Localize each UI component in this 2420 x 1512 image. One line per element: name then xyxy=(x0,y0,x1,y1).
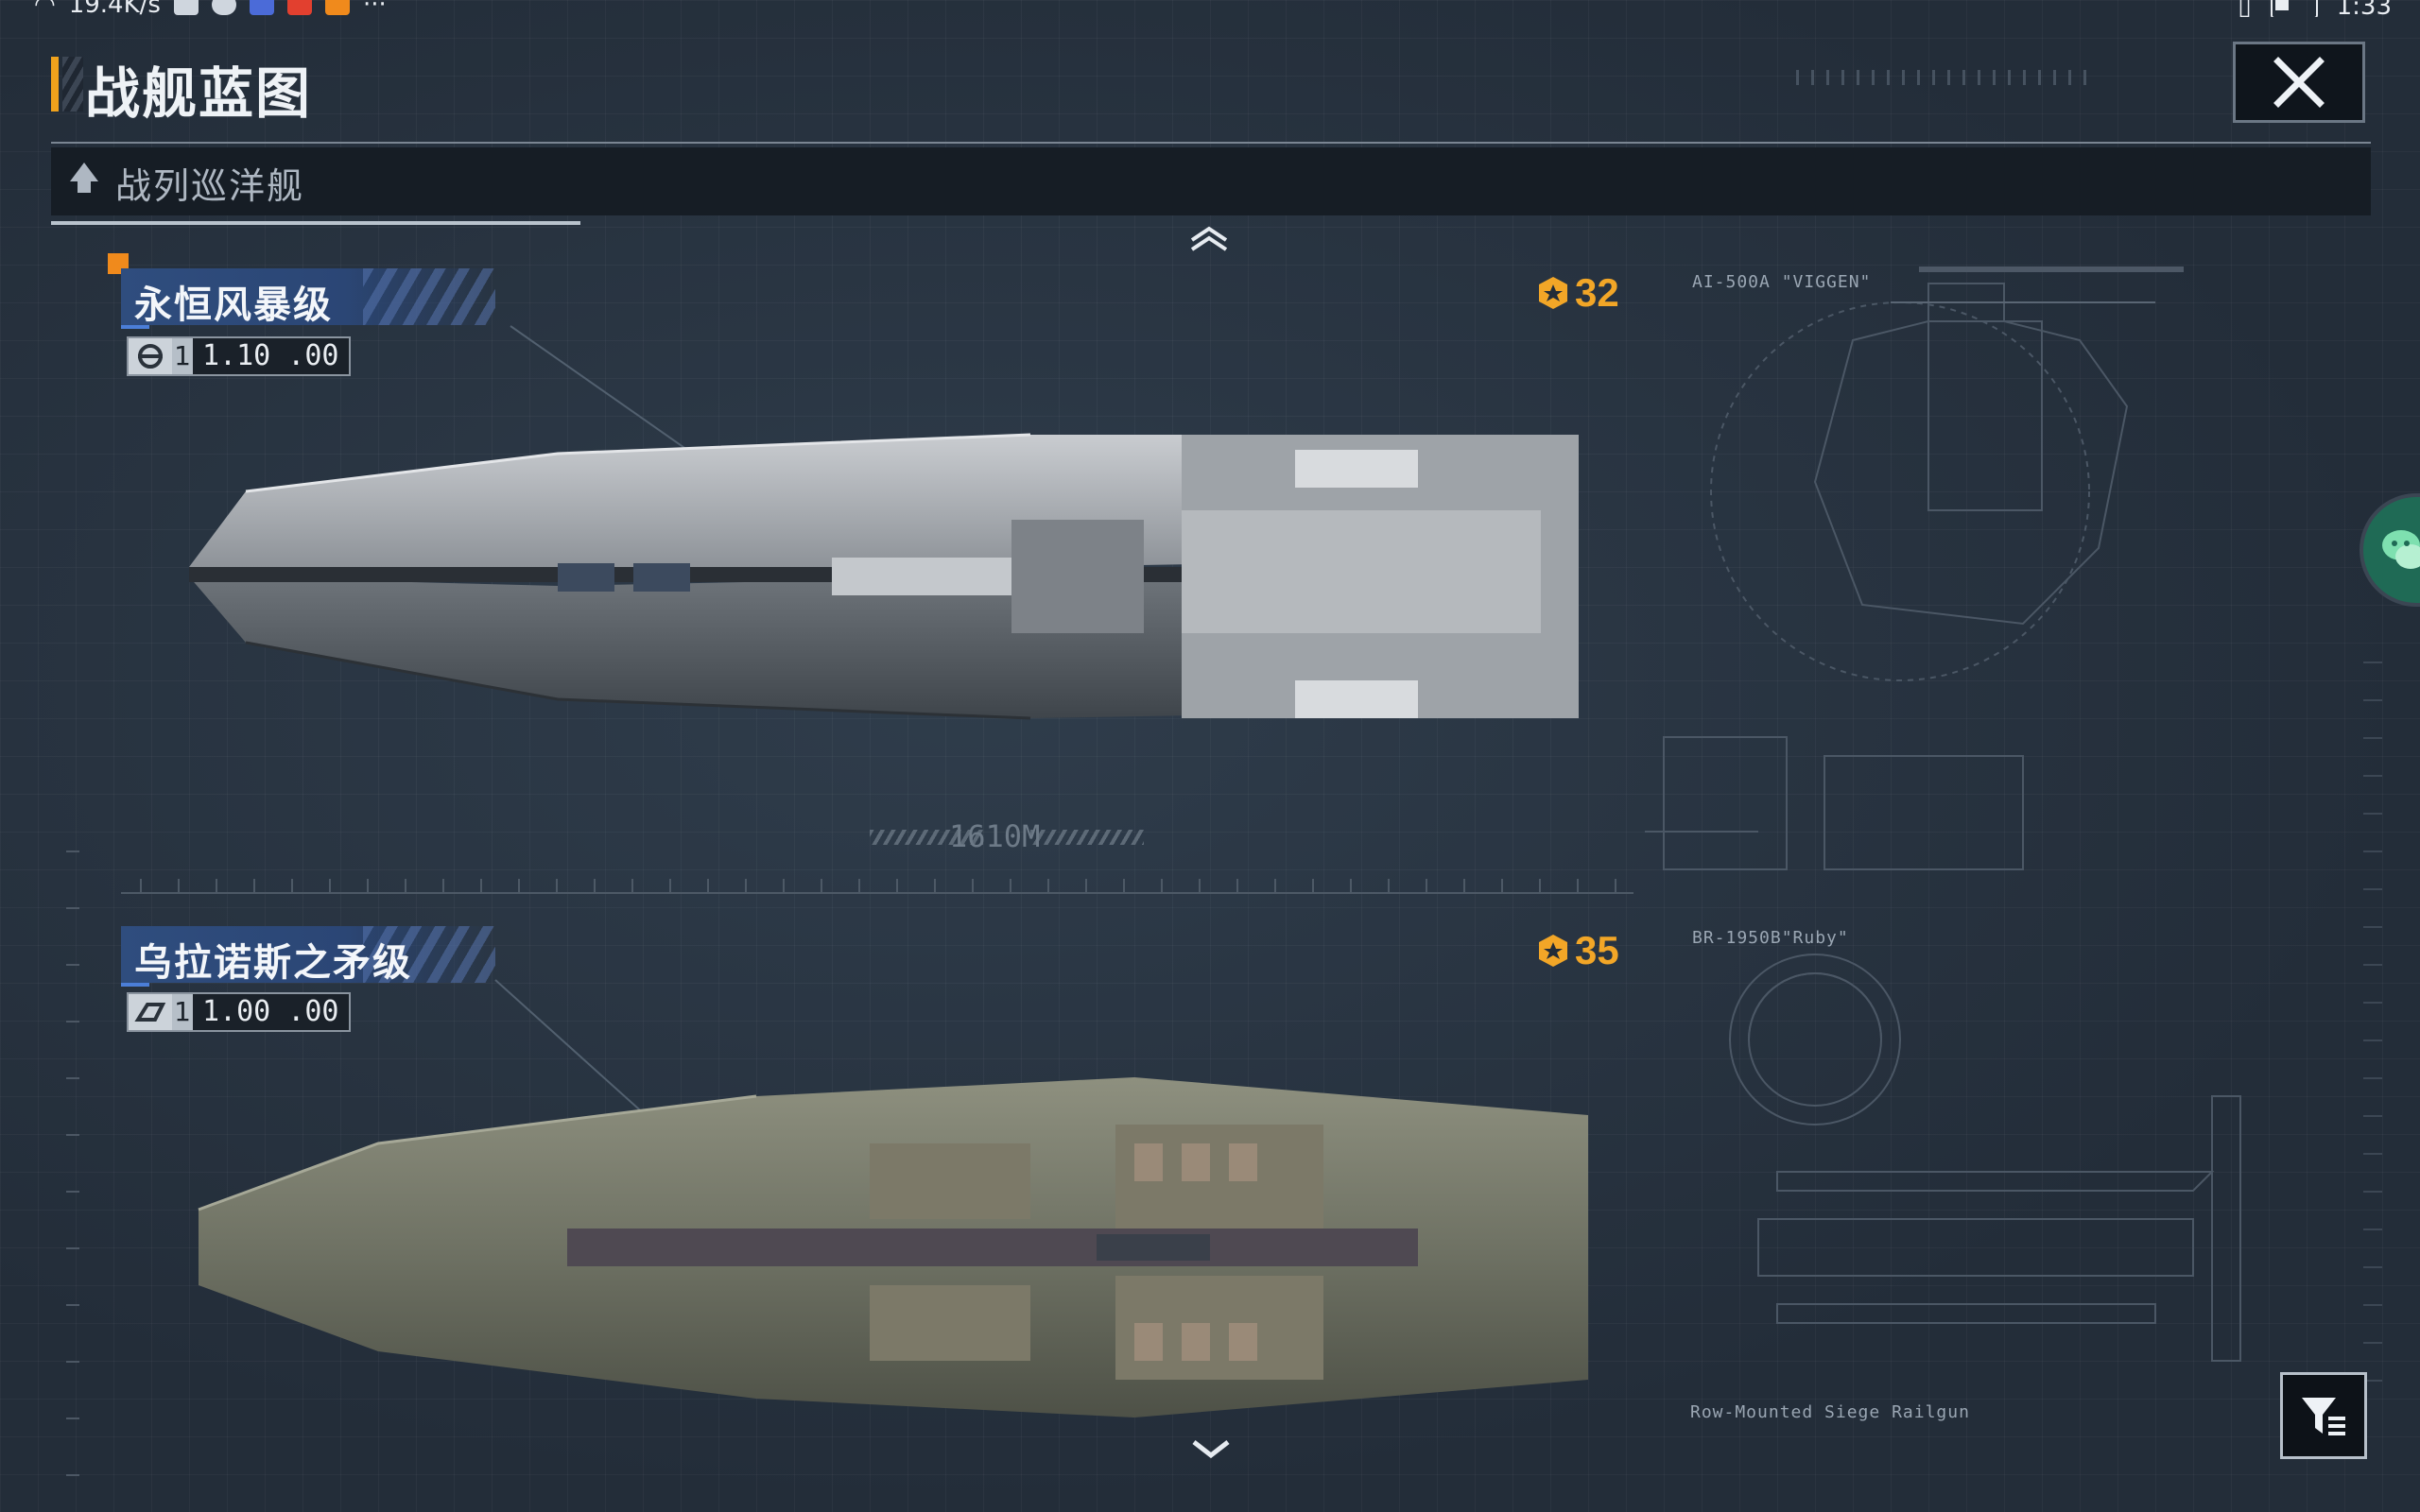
app-icon xyxy=(286,0,312,15)
name-plate-underbar xyxy=(121,983,149,987)
name-plate-stripes xyxy=(363,926,495,983)
ship-version: 1.10 .00 xyxy=(202,339,339,372)
cost-icon xyxy=(1539,277,1567,309)
blueprint-code: BR-1950B"Ruby" xyxy=(1692,928,1849,948)
header-divider xyxy=(51,142,2371,144)
ship-tier: 1 xyxy=(172,994,193,1030)
name-plate-stripes xyxy=(363,268,495,325)
category-bar[interactable]: 战列巡洋舰 xyxy=(51,147,2371,215)
net-speed: 19.4K/s xyxy=(68,0,161,17)
ship-length: 1610M xyxy=(949,818,1041,854)
left-ruler-decoration xyxy=(66,850,79,1493)
scroll-up-button[interactable] xyxy=(1185,223,1233,251)
wechat-icon xyxy=(173,0,199,15)
video-app-icon xyxy=(324,0,350,15)
length-stripes xyxy=(870,830,983,845)
battlecruiser-icon xyxy=(70,163,98,198)
chevron-down-icon xyxy=(1192,1440,1230,1459)
battery-icon xyxy=(2270,0,2318,17)
blueprint-schematic xyxy=(1729,954,2241,1362)
faction-icon xyxy=(129,994,172,1030)
status-bar: ◠ 19.4K/s ··· ▯ 1:33 xyxy=(0,0,2420,17)
ship-tier: 1 xyxy=(172,338,193,374)
blueprint-schematic xyxy=(1645,266,2184,870)
filter-icon xyxy=(2302,1398,2345,1435)
length-ruler xyxy=(121,877,1634,894)
right-ruler-decoration xyxy=(2363,662,2382,1418)
faction-icon xyxy=(129,338,172,374)
filter-button[interactable] xyxy=(2280,1372,2367,1459)
browser-icon xyxy=(211,0,236,15)
title-accent-stripes xyxy=(62,57,83,112)
blueprint-code: AI-500A "VIGGEN" xyxy=(1692,272,1872,292)
module-label: Row-Mounted Siege Railgun xyxy=(1690,1402,1970,1422)
ship-version-box: 1 1.10 .00 xyxy=(127,336,351,376)
cost-icon xyxy=(1539,935,1567,967)
wifi-icon: ◠ xyxy=(34,0,56,17)
category-label: 战列巡洋舰 xyxy=(115,165,305,207)
ship-cost: 35 xyxy=(1535,928,1619,972)
ship-name-plate[interactable]: 永恒风暴级 xyxy=(121,268,495,329)
close-button[interactable] xyxy=(2233,42,2365,123)
chat-icon xyxy=(2382,530,2420,569)
ship-version: 1.00 .00 xyxy=(202,995,339,1028)
scroll-down-button[interactable] xyxy=(1187,1435,1235,1463)
length-stripes xyxy=(1030,830,1144,845)
vibrate-icon: ▯ xyxy=(2238,0,2252,17)
ship-version-box: 1 1.00 .00 xyxy=(127,992,351,1032)
ship-cost: 32 xyxy=(1535,270,1619,315)
ship-name: 乌拉诺斯之矛级 xyxy=(134,941,412,985)
close-icon xyxy=(2273,57,2325,108)
ship-model[interactable] xyxy=(189,1058,1588,1436)
ship-name: 永恒风暴级 xyxy=(134,284,333,327)
cost-value: 35 xyxy=(1575,928,1619,972)
app-icon xyxy=(249,0,274,15)
clock: 1:33 xyxy=(2336,0,2392,17)
ship-name-plate[interactable]: 乌拉诺斯之矛级 xyxy=(121,926,495,987)
title-accent-bar xyxy=(51,57,59,112)
cost-value: 32 xyxy=(1575,270,1619,315)
header-decoration xyxy=(1796,70,2099,85)
ship-model[interactable] xyxy=(180,397,1598,775)
chevron-up-icon xyxy=(1190,226,1228,251)
name-plate-underbar xyxy=(121,325,149,329)
category-underline xyxy=(51,221,580,225)
more-icon: ··· xyxy=(362,0,387,17)
page-title: 战舰蓝图 xyxy=(85,61,313,126)
